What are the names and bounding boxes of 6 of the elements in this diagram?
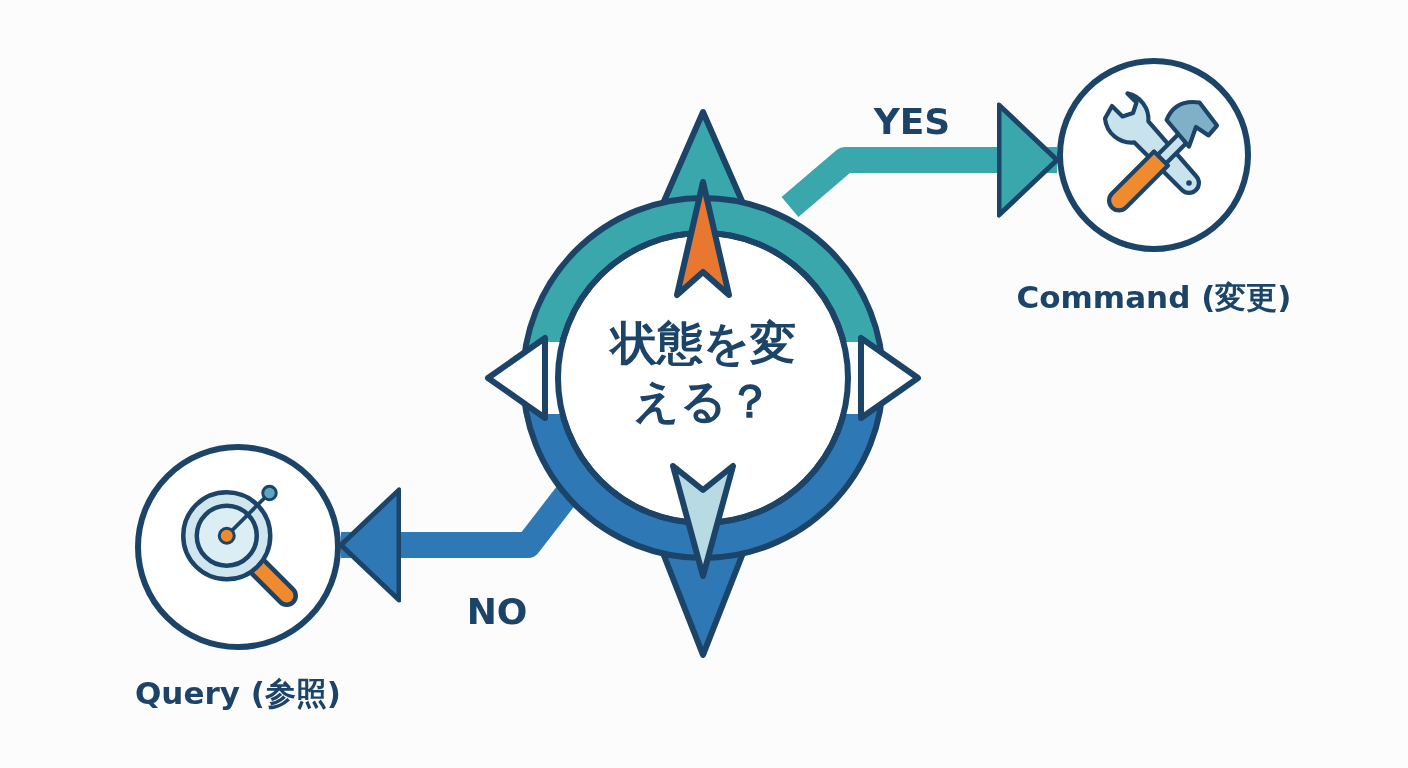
node-label: Command (変更)	[1015, 278, 1293, 317]
edge-label: YES	[872, 100, 952, 144]
node-label: Query (参照)	[133, 674, 343, 713]
question-text: 状態を変える？	[608, 315, 797, 430]
edge-label: NO	[465, 590, 529, 634]
arrow	[781, 102, 1060, 218]
